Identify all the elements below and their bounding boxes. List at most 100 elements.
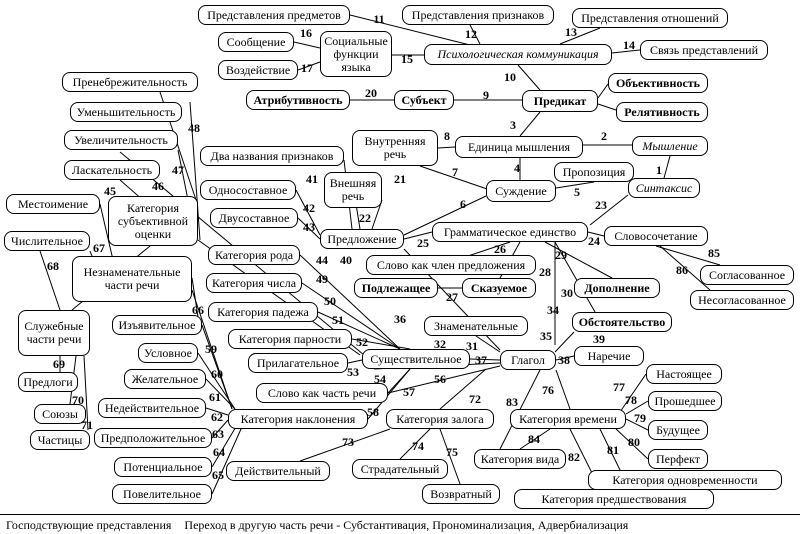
connector-line — [611, 49, 641, 54]
edge-label: 81 — [607, 443, 619, 457]
connector-line — [295, 189, 321, 236]
edge-label: 85 — [708, 246, 720, 260]
node-slovo-chlen: Слово как член предложения — [366, 255, 536, 275]
connector-line — [419, 165, 491, 191]
node-kat-odnovr: Категория одновременности — [588, 470, 782, 490]
connector-line — [519, 111, 541, 137]
node-soob: Сообщение — [218, 32, 294, 52]
edge-label: 43 — [303, 220, 315, 234]
node-prilag: Прилагательное — [248, 353, 348, 373]
node-perfekt: Перфект — [648, 449, 708, 469]
node-subj: Субъект — [394, 90, 454, 110]
node-umensh: Уменьшительность — [70, 102, 182, 122]
node-kat-nakl: Категория наклонения — [228, 409, 368, 429]
edge-label: 80 — [628, 435, 640, 449]
connector-line — [403, 231, 433, 240]
node-edin: Единица мышления — [455, 136, 583, 158]
connector-line — [293, 41, 321, 49]
edge-label: 11 — [373, 12, 385, 26]
node-budush: Будущее — [648, 420, 708, 440]
connector-line — [517, 64, 541, 91]
edge-label: 50 — [324, 294, 336, 308]
edge-label: 64 — [213, 445, 225, 459]
node-izyav: Изъявительное — [112, 315, 202, 335]
edge-label: 23 — [595, 198, 607, 212]
edge-label: 38 — [558, 353, 570, 367]
edge-label: 17 — [301, 61, 313, 75]
node-vozvr: Возвратный — [422, 484, 500, 504]
node-slovosoch: Словосочетание — [604, 226, 708, 246]
edge-label: 31 — [466, 339, 478, 353]
node-odnos: Односоставное — [200, 180, 296, 200]
connector-line — [201, 324, 233, 410]
node-chast: Частицы — [30, 430, 90, 450]
connector-line — [555, 369, 571, 410]
node-kat-predsh: Категория предшествования — [514, 489, 714, 509]
edge-label: 12 — [465, 27, 477, 41]
node-kat-chisla: Категория числа — [206, 273, 302, 293]
connector-line — [351, 338, 411, 350]
node-potenc: Потенциальное — [114, 457, 212, 477]
node-neznam: Незнаменательные части речи — [72, 256, 192, 302]
edge-label: 78 — [625, 393, 637, 407]
node-obj: Объективность — [608, 73, 708, 93]
node-podl: Подлежащее — [354, 278, 438, 298]
node-mest: Местоимение — [6, 194, 100, 214]
edge-label: 22 — [359, 211, 371, 225]
node-obst: Обстоятельство — [572, 312, 672, 332]
node-sushch: Существительное — [362, 349, 470, 369]
edge-label: 49 — [316, 272, 328, 286]
edge-label: 45 — [104, 184, 116, 198]
connector-line — [597, 83, 609, 99]
node-proshed: Прошедшее — [648, 391, 722, 411]
connector-line — [475, 335, 501, 353]
node-vnesh: Внешняя речь — [324, 172, 382, 208]
edge-label: 75 — [446, 445, 458, 459]
connector-line — [349, 14, 471, 46]
node-prenebr: Пренебрежительность — [62, 72, 198, 92]
edge-label: 59 — [205, 342, 217, 356]
edge-label: 73 — [342, 435, 354, 449]
node-pred-predm: Представления предметов — [198, 5, 350, 25]
node-dopoln: Дополнение — [574, 278, 660, 298]
node-narech: Наречие — [574, 346, 644, 366]
node-kat-roda: Категория рода — [208, 245, 300, 265]
connector-line — [403, 195, 487, 236]
edge-label: 66 — [192, 303, 204, 317]
connector-line — [619, 373, 647, 413]
connector-line — [555, 355, 575, 361]
node-zhelat: Желательное — [124, 369, 206, 389]
edge-label: 76 — [542, 383, 554, 397]
edge-label: 67 — [93, 241, 105, 255]
connector-line — [387, 365, 501, 394]
connector-line — [559, 27, 601, 45]
connector-line — [469, 24, 481, 45]
node-laskat: Ласкательность — [64, 160, 160, 180]
connector-line — [554, 331, 575, 353]
node-uslov: Условное — [138, 343, 198, 363]
node-atrib: Атрибутивность — [246, 90, 350, 110]
node-dva: Два названия признаков — [200, 146, 344, 166]
edge-label: 8 — [444, 129, 450, 143]
edge-label: 7 — [452, 165, 458, 179]
connector-line — [299, 254, 401, 350]
connector-line — [587, 231, 605, 237]
edge-label: 6 — [460, 197, 466, 211]
node-vozd: Воздействие — [218, 60, 298, 80]
node-sint: Синтаксис — [628, 178, 700, 198]
edge-label: 27 — [446, 290, 458, 304]
edge-label: 9 — [483, 88, 489, 102]
edge-label: 84 — [528, 432, 540, 446]
edge-label: 79 — [634, 411, 646, 425]
connector-line — [625, 418, 649, 431]
edge-label: 51 — [332, 313, 344, 327]
node-pred-otn: Представления отношений — [572, 8, 728, 28]
edge-label: 41 — [306, 172, 318, 186]
edge-label: 35 — [540, 329, 552, 343]
node-znam: Знаменательные — [424, 316, 528, 336]
edge-label: 46 — [152, 179, 164, 193]
connector-line — [189, 101, 201, 241]
node-vnutr: Внутренняя речь — [352, 130, 438, 166]
connector-line — [205, 378, 236, 410]
